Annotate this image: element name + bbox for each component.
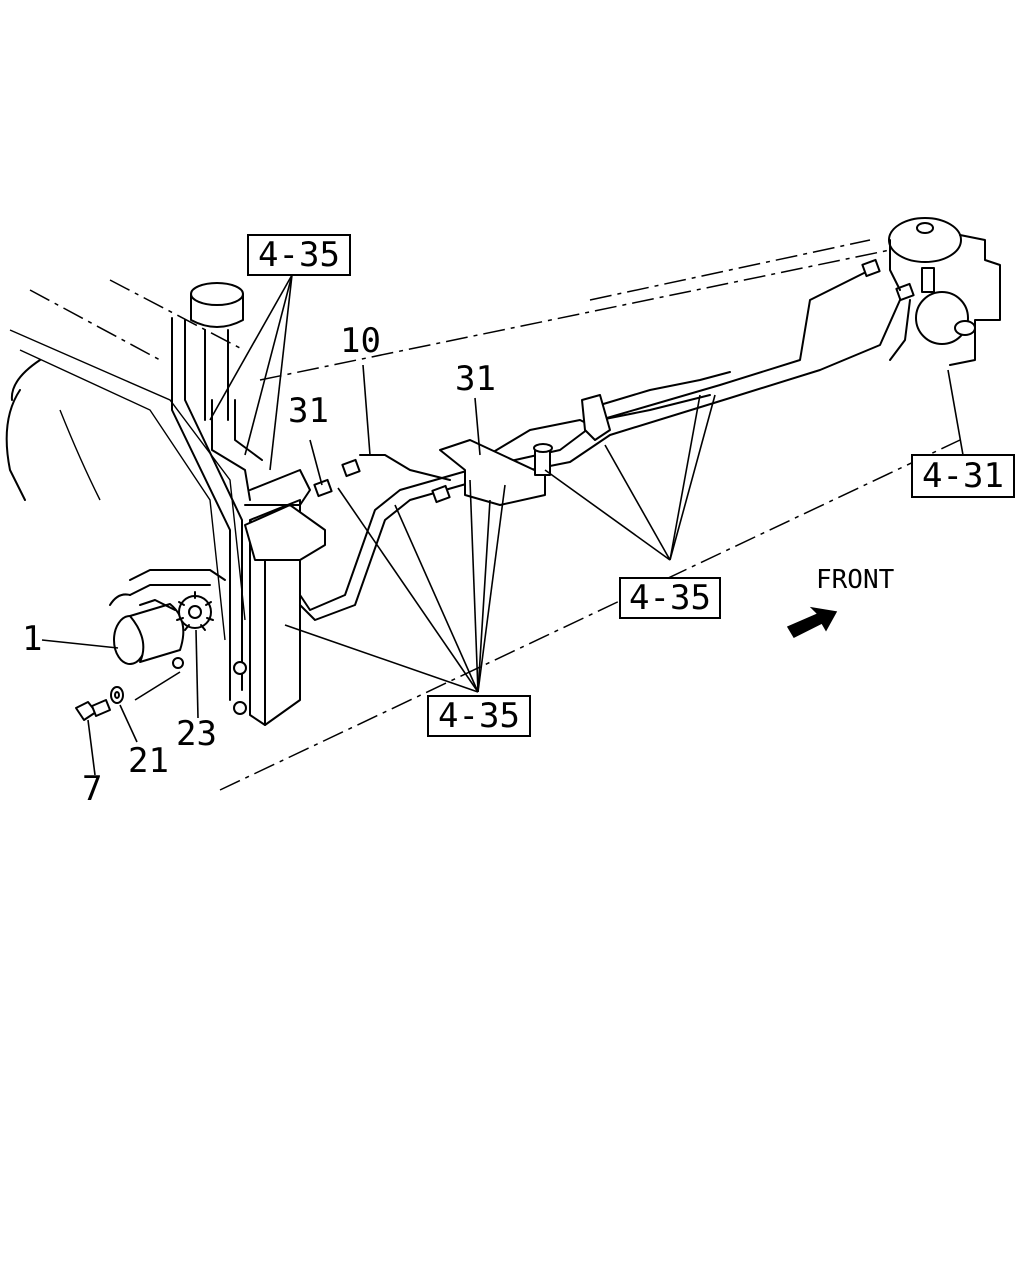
callout-part-21: 21 (128, 741, 169, 781)
part-21-washer (110, 686, 124, 704)
gear-box (888, 217, 1001, 366)
callout-part-7: 7 (82, 769, 102, 809)
reference-ref-right: 4-31 (911, 454, 1015, 498)
callout-part-31-left: 31 (288, 391, 329, 431)
reference-ref-bottom: 4-35 (427, 695, 531, 737)
chassis-guides (9, 239, 961, 791)
ref-top-label: 4-35 (258, 235, 340, 275)
ref-right-label: 4-31 (922, 456, 1004, 496)
callout-part-23: 23 (176, 714, 217, 754)
cab-outline (5, 359, 101, 501)
callout-part-10: 10 (340, 321, 381, 361)
reference-ref-top: 4-35 (247, 234, 351, 276)
reference-ref-middle: 4-35 (619, 577, 721, 619)
reservoir-tank (190, 282, 244, 421)
front-label: FRONT (816, 565, 895, 595)
front-arrow-icon (786, 606, 838, 638)
ref-bottom-label: 4-35 (438, 696, 520, 736)
part-7-bolt (75, 699, 111, 721)
bracket-center (439, 394, 611, 506)
part-23-gear (176, 591, 214, 631)
part-1-motor (113, 599, 185, 669)
callout-part-1: 1 (22, 619, 42, 659)
direction-indicator: FRONT (786, 565, 895, 638)
ref-middle-label: 4-35 (629, 578, 711, 618)
leader-lines (41, 274, 964, 776)
callout-part-31-center: 31 (455, 359, 496, 399)
